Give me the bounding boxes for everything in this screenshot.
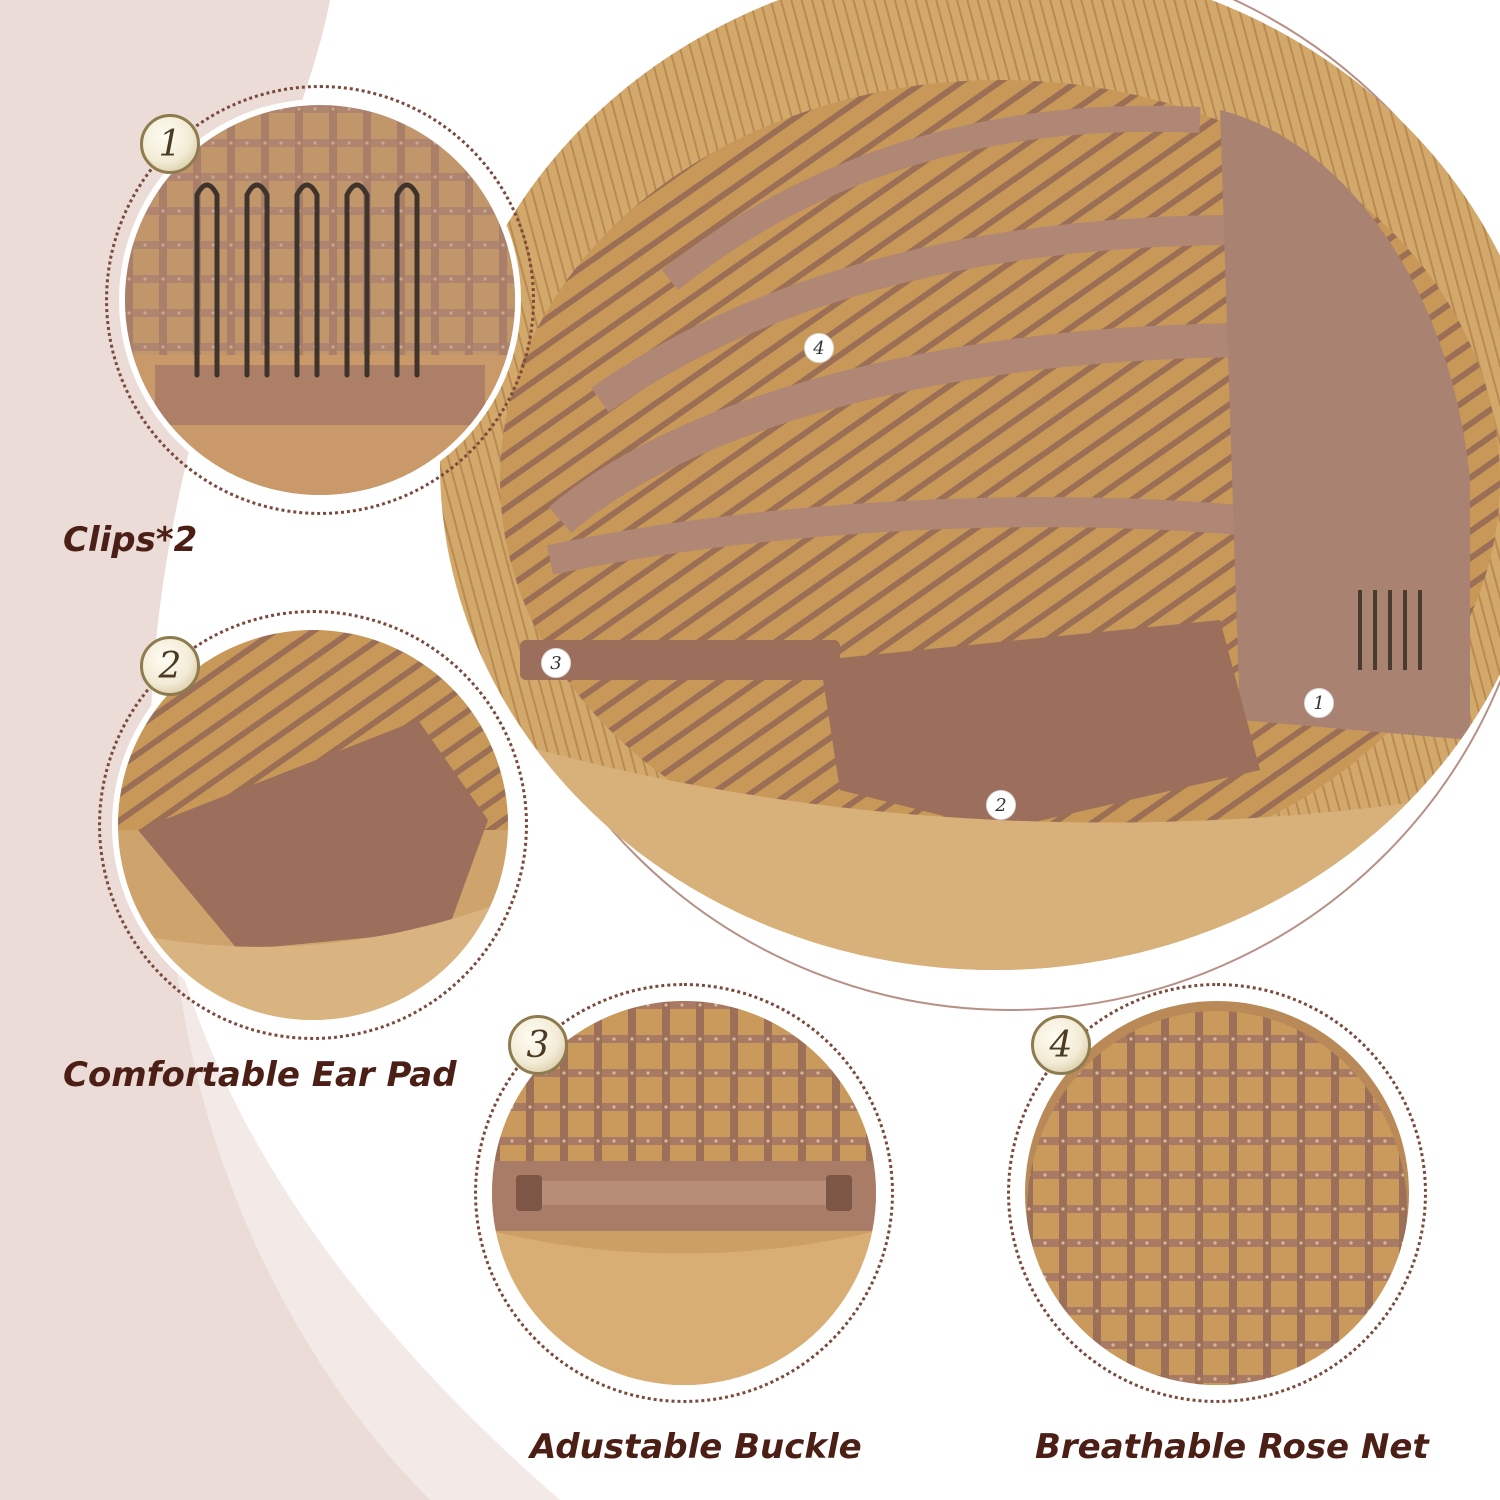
caption-buckle: Adustable Buckle: [530, 1427, 862, 1467]
marker-4: 4: [804, 333, 834, 363]
caption-ear-pad: Comfortable Ear Pad: [63, 1055, 457, 1095]
caption-rose-net: Breathable Rose Net: [1035, 1427, 1429, 1467]
marker-1: 1: [1304, 688, 1334, 718]
rose-net-photo: [1025, 1001, 1409, 1385]
marker-2: 2: [986, 790, 1016, 820]
badge-4: 4: [1031, 1015, 1091, 1075]
caption-clips: Clips*2: [63, 520, 198, 560]
buckle-ring: [474, 983, 894, 1403]
rose-net-ring: [1007, 983, 1427, 1403]
badge-3: 3: [508, 1015, 568, 1075]
ear-pad-ring: [98, 610, 528, 1040]
marker-3: 3: [541, 648, 571, 678]
ear-pad-photo: [118, 630, 508, 1020]
badge-2: 2: [140, 636, 200, 696]
clips-ring: [105, 85, 535, 515]
badge-1: 1: [140, 114, 200, 174]
